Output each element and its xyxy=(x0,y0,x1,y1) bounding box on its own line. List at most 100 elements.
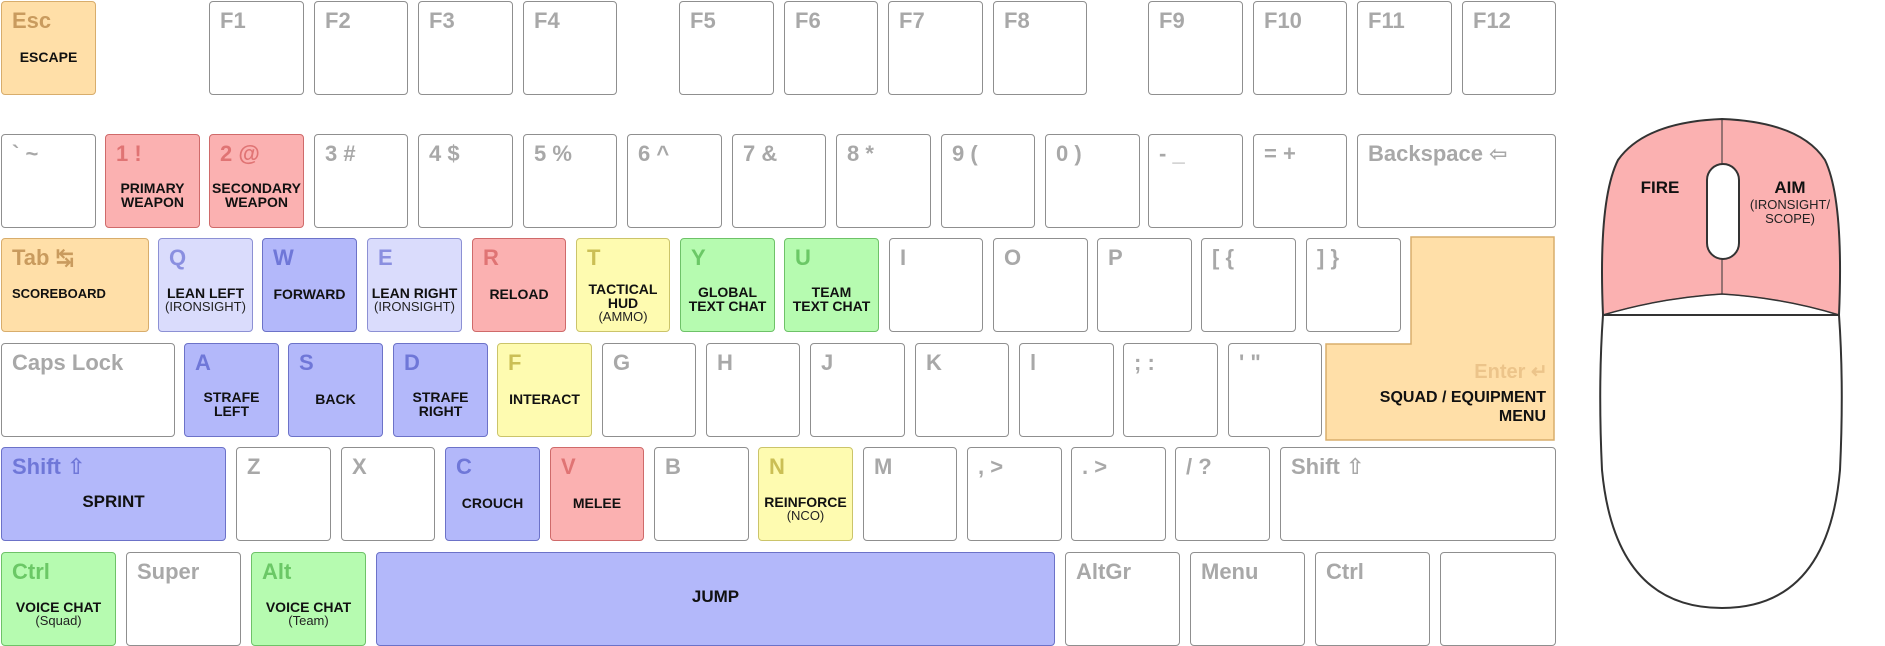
key-slash[interactable]: / ? xyxy=(1175,447,1270,541)
key-g[interactable]: G xyxy=(602,343,696,437)
key-f3[interactable]: F3 xyxy=(418,1,513,95)
key-f4[interactable]: F4 xyxy=(523,1,617,95)
key-equals[interactable]: = + xyxy=(1253,134,1347,228)
key-6[interactable]: 6 ^ xyxy=(627,134,722,228)
key-f7[interactable]: F7 xyxy=(888,1,983,95)
key-5[interactable]: 5 % xyxy=(523,134,617,228)
key-legend: F1 xyxy=(220,8,246,33)
key-z[interactable]: Z xyxy=(236,447,331,541)
key-action-label: LEAN LEFT xyxy=(167,285,244,301)
key-i[interactable]: I xyxy=(889,238,983,332)
key-7[interactable]: 7 & xyxy=(732,134,826,228)
key-backspace[interactable]: Backspace ⇦ xyxy=(1357,134,1556,228)
key-legend: F9 xyxy=(1159,8,1185,33)
key-rbracket[interactable]: ] } xyxy=(1306,238,1401,332)
key-grave[interactable]: ` ~ xyxy=(1,134,96,228)
key-legend: Y xyxy=(691,245,706,270)
key-action-label: STRAFE LEFT xyxy=(203,389,260,419)
key-legend: P xyxy=(1108,245,1123,270)
key-comma[interactable]: , > xyxy=(967,447,1062,541)
key-action-label: RELOAD xyxy=(489,286,549,302)
key-4[interactable]: 4 $ xyxy=(418,134,513,228)
key-f6[interactable]: F6 xyxy=(784,1,878,95)
key-3[interactable]: 3 # xyxy=(314,134,408,228)
key-x[interactable]: X xyxy=(341,447,435,541)
key-period[interactable]: . > xyxy=(1071,447,1166,541)
key-menu[interactable]: Menu xyxy=(1190,552,1305,646)
key-f2[interactable]: F2 xyxy=(314,1,408,95)
key-legend: F10 xyxy=(1264,8,1302,33)
key-f8[interactable]: F8 xyxy=(993,1,1087,95)
key-rshift[interactable]: Shift ⇧ xyxy=(1280,447,1556,541)
key-legend: 3 # xyxy=(325,141,356,166)
key-lshift[interactable]: Shift ⇧SPRINT xyxy=(1,447,226,541)
key-legend: F7 xyxy=(899,8,925,33)
key-action-label: ESCAPE xyxy=(19,49,78,65)
mouse-scroll-wheel[interactable] xyxy=(1706,163,1740,260)
key-legend: 2 @ xyxy=(220,141,260,166)
key-blank[interactable] xyxy=(1440,552,1556,646)
key-altgr[interactable]: AltGr xyxy=(1065,552,1180,646)
key-capslock[interactable]: Caps Lock xyxy=(1,343,175,437)
key-b[interactable]: B xyxy=(654,447,749,541)
key-action-sublabel: (IRONSIGHT) xyxy=(374,299,455,314)
key-f1[interactable]: F1 xyxy=(209,1,304,95)
key-legend: Z xyxy=(247,454,261,479)
key-action-sublabel: (NCO) xyxy=(786,508,825,523)
key-legend: ' " xyxy=(1239,350,1261,375)
key-super[interactable]: Super xyxy=(126,552,241,646)
key-minus[interactable]: - _ xyxy=(1148,134,1243,228)
key-tab[interactable]: Tab ↹SCOREBOARD xyxy=(1,238,149,332)
key-rctrl[interactable]: Ctrl xyxy=(1315,552,1430,646)
key-lbracket[interactable]: [ { xyxy=(1201,238,1296,332)
key-p[interactable]: P xyxy=(1097,238,1192,332)
key-1[interactable]: 1 !PRIMARY WEAPON xyxy=(105,134,200,228)
key-action-label: JUMP xyxy=(691,587,740,606)
key-j[interactable]: J xyxy=(810,343,905,437)
key-h[interactable]: H xyxy=(706,343,800,437)
key-k[interactable]: K xyxy=(915,343,1009,437)
key-legend: 0 ) xyxy=(1056,141,1082,166)
key-0[interactable]: 0 ) xyxy=(1045,134,1140,228)
key-m[interactable]: M xyxy=(863,447,957,541)
key-action-label: SCOREBOARD xyxy=(12,286,106,301)
mouse-buttons-divider xyxy=(1602,293,1840,316)
key-f10[interactable]: F10 xyxy=(1253,1,1347,95)
key-action-label: REINFORCE xyxy=(764,494,847,510)
key-f11[interactable]: F11 xyxy=(1357,1,1452,95)
key-semicolon[interactable]: ; : xyxy=(1123,343,1218,437)
key-l[interactable]: l xyxy=(1019,343,1114,437)
key-quote[interactable]: ' " xyxy=(1228,343,1322,437)
key-8[interactable]: 8 * xyxy=(836,134,931,228)
mouse-left-button[interactable] xyxy=(1601,118,1723,316)
key-action-label: SPRINT xyxy=(82,492,145,511)
key-o[interactable]: O xyxy=(993,238,1088,332)
key-f9[interactable]: F9 xyxy=(1148,1,1243,95)
key-f12[interactable]: F12 xyxy=(1462,1,1556,95)
key-legend: T xyxy=(587,245,601,270)
key-legend: G xyxy=(613,350,631,375)
key-2[interactable]: 2 @SECONDARY WEAPON xyxy=(209,134,304,228)
key-action-label: TACTICAL HUD xyxy=(588,281,658,311)
key-enter[interactable] xyxy=(1325,236,1555,441)
key-space[interactable]: JUMP xyxy=(376,552,1055,646)
key-f5[interactable]: F5 xyxy=(679,1,774,95)
key-9[interactable]: 9 ( xyxy=(941,134,1035,228)
